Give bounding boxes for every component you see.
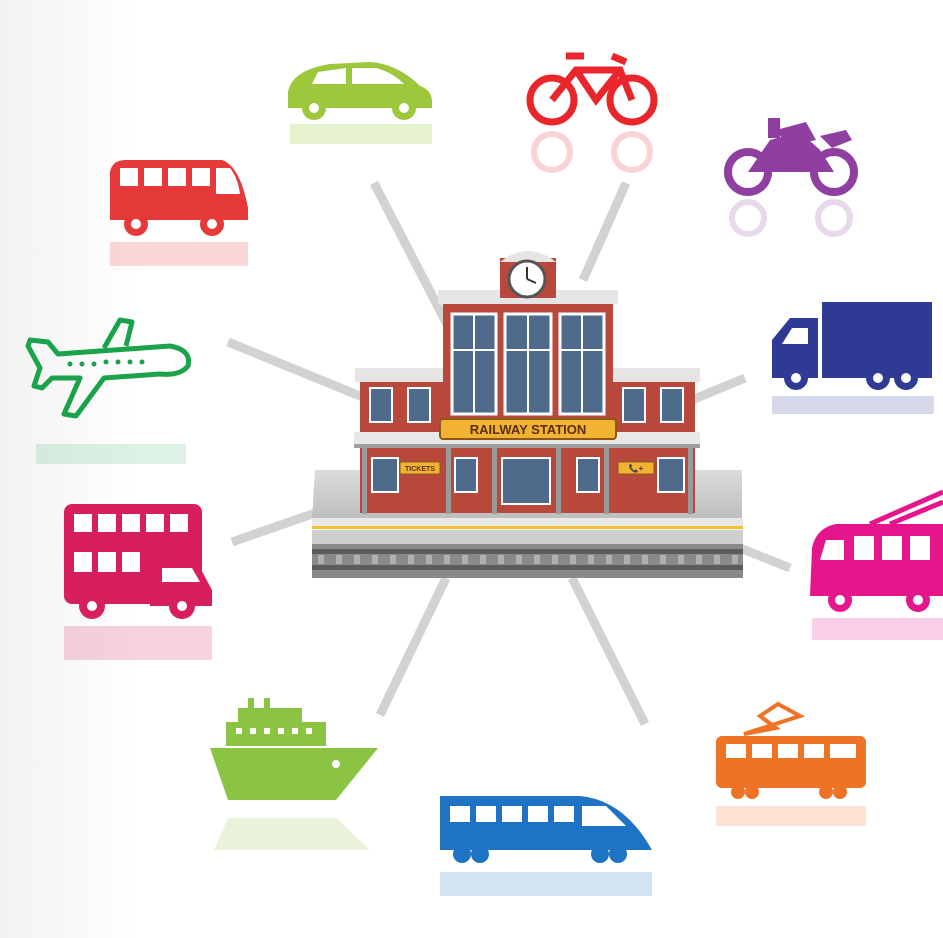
motorcycle-icon (724, 118, 858, 196)
track-ties (318, 555, 738, 564)
motorcycle-reflection (729, 199, 853, 237)
connector-tram (567, 575, 650, 727)
truck-reflection (772, 396, 934, 414)
airplane-icon (25, 317, 192, 419)
right-wing-roof (610, 368, 700, 382)
car-reflection (290, 124, 432, 144)
tickets-sign-text: TICKETS (405, 466, 435, 473)
car-icon (288, 62, 432, 120)
railway-station: RAILWAY STATION TICKETS 📞+ (312, 251, 743, 578)
connector-airplane (226, 337, 367, 403)
tram-reflection (716, 806, 866, 826)
tram-icon (716, 701, 866, 799)
connector-lines (226, 180, 792, 727)
connector-bicycle (578, 181, 631, 282)
ground-windows (371, 457, 685, 505)
double-decker-bus-icon (64, 504, 212, 619)
wing-windows (369, 387, 684, 423)
services-sign-icons: 📞+ (629, 463, 644, 473)
bicycle-reflection (531, 131, 653, 173)
left-wing-roof (355, 368, 445, 382)
double-decker-reflection (64, 626, 212, 660)
connector-car (370, 180, 454, 333)
bus-icon (110, 160, 248, 236)
connector-trolleybus (738, 543, 792, 573)
bicycle-icon (526, 52, 658, 126)
ship-reflection (214, 818, 370, 850)
platform-yellow-line (312, 526, 743, 529)
airplane-reflection (36, 444, 186, 464)
truck-icon (772, 302, 932, 390)
platform-edge (312, 518, 743, 528)
connector-double-decker (230, 507, 320, 547)
bus-reflection (110, 242, 248, 266)
trolleybus-reflection (812, 618, 943, 640)
connector-ship (375, 576, 451, 717)
ship-icon (210, 698, 378, 800)
train-reflection (440, 872, 652, 896)
services-sign (617, 461, 655, 475)
connector-truck (690, 373, 747, 405)
trolleybus-icon (810, 489, 943, 612)
station-sign-text: RAILWAY STATION (470, 422, 587, 437)
tickets-sign (399, 461, 441, 475)
station-sign (439, 418, 617, 440)
high-speed-train-icon (440, 796, 652, 863)
